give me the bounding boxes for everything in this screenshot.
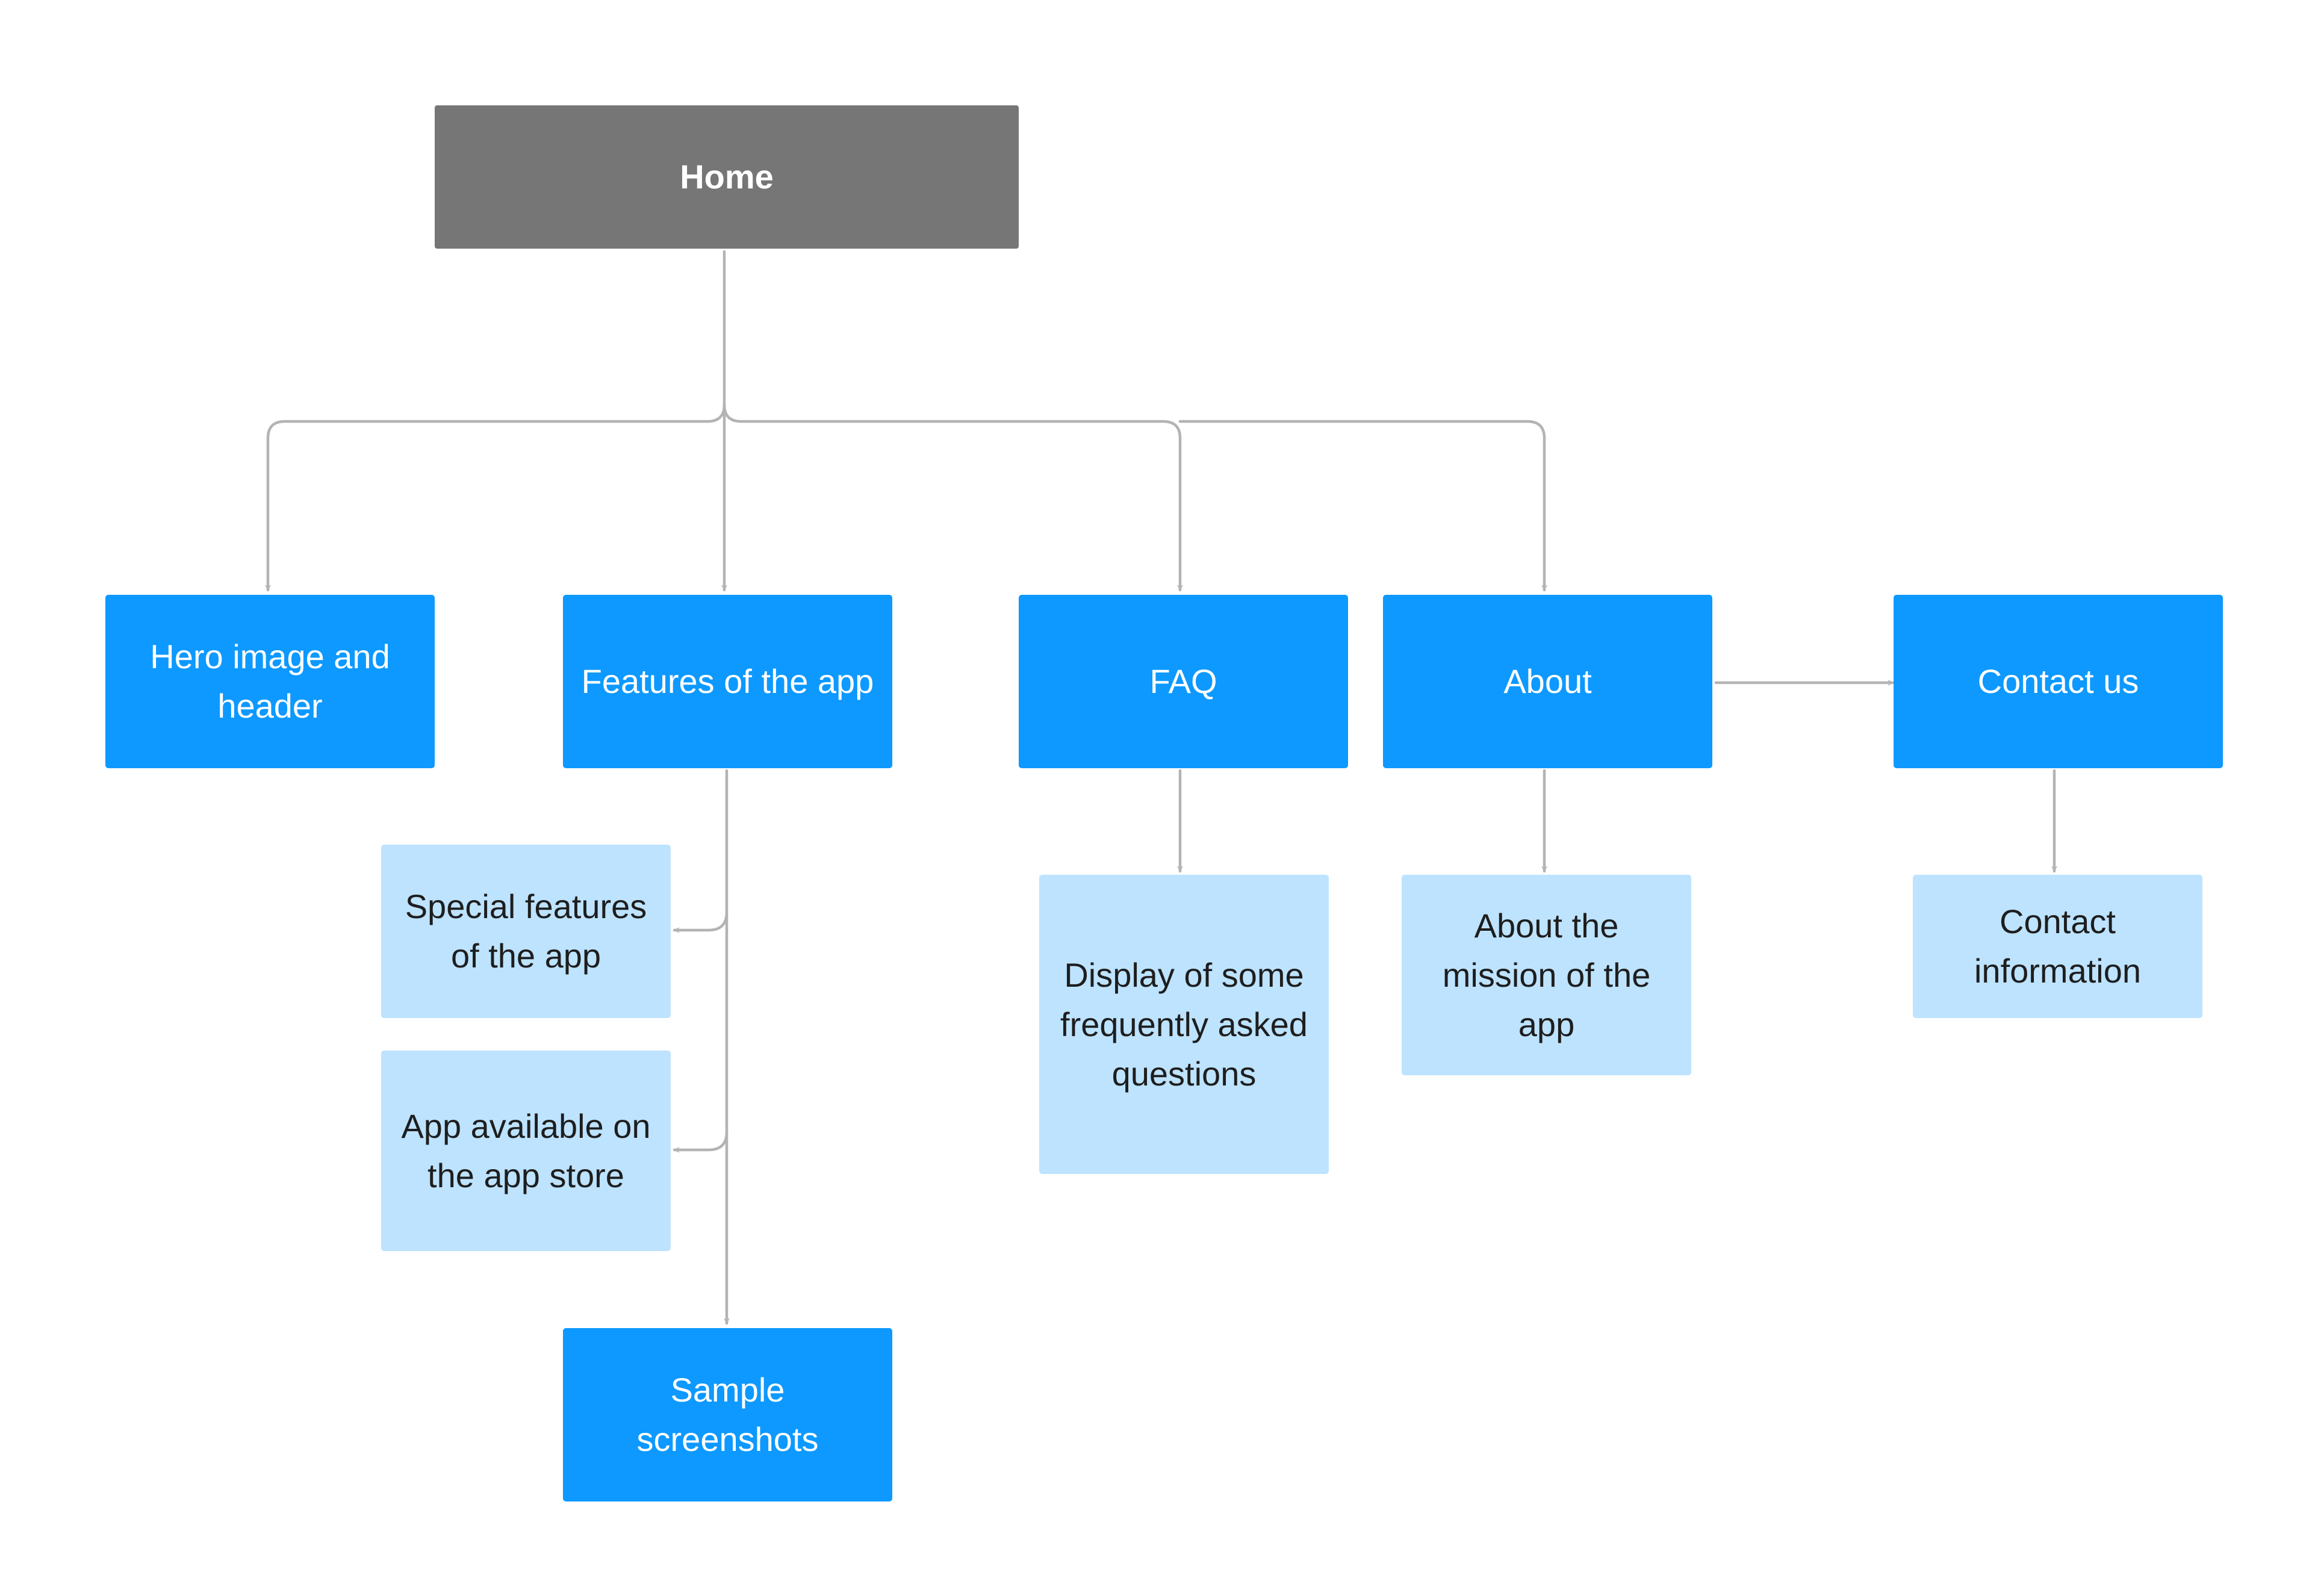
node-contact-info-label: Contact information xyxy=(1974,902,2142,990)
node-about-label: About xyxy=(1503,662,1592,700)
node-faq-label: FAQ xyxy=(1149,662,1217,700)
node-app-store-label: App available on the app store xyxy=(401,1107,651,1194)
node-features[interactable]: Features of the app xyxy=(563,595,892,768)
connector-home-faq xyxy=(722,403,1180,592)
connector-home-about xyxy=(1178,420,1544,592)
node-special-features-label: Special features of the app xyxy=(405,887,647,975)
node-contact[interactable]: Contact us xyxy=(1894,595,2223,768)
node-sample-screenshots[interactable]: Sample screenshots xyxy=(563,1328,892,1501)
node-home[interactable]: Home xyxy=(435,105,1019,249)
node-hero[interactable]: Hero image and header xyxy=(105,595,435,768)
node-app-store[interactable]: App available on the app store xyxy=(381,1051,671,1251)
node-contact-label: Contact us xyxy=(1977,662,2139,700)
node-sample-screenshots-label: Sample screenshots xyxy=(636,1371,819,1458)
node-faq-display-label: Display of some frequently asked questio… xyxy=(1060,955,1308,1093)
node-about-mission-label: About the mission of the app xyxy=(1442,906,1651,1043)
connector-home-hero xyxy=(268,403,726,592)
connector-features-appstore xyxy=(673,1130,729,1150)
node-faq-display[interactable]: Display of some frequently asked questio… xyxy=(1039,875,1329,1174)
node-contact-info[interactable]: Contact information xyxy=(1913,875,2202,1018)
node-about-mission[interactable]: About the mission of the app xyxy=(1402,875,1691,1075)
node-features-label: Features of the app xyxy=(581,662,874,700)
node-faq[interactable]: FAQ xyxy=(1019,595,1348,768)
node-about[interactable]: About xyxy=(1383,595,1712,768)
node-hero-label: Hero image and header xyxy=(150,638,390,725)
node-home-label: Home xyxy=(680,158,774,196)
node-special-features[interactable]: Special features of the app xyxy=(381,845,671,1018)
connector-features-special xyxy=(673,910,729,930)
